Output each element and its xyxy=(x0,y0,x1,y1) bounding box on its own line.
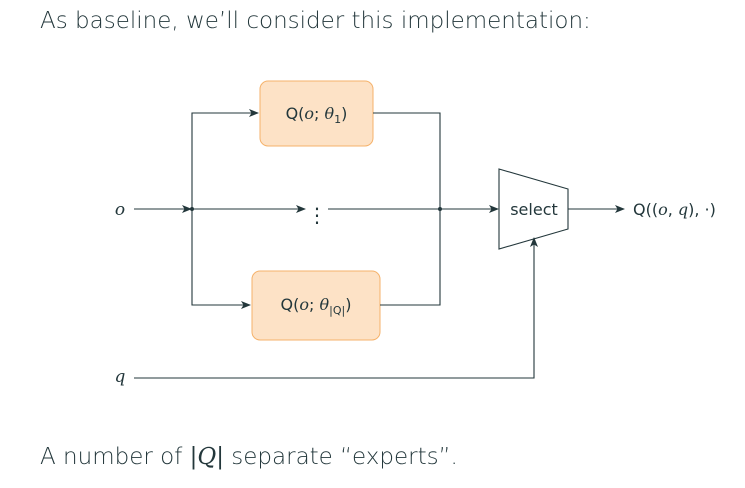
input-q-label: q xyxy=(115,367,126,387)
select-label: select xyxy=(510,200,558,219)
intro-text: As baseline, we’ll consider this impleme… xyxy=(40,8,591,34)
expert-ellipsis: ⋮ xyxy=(307,203,327,227)
expert-box-1-label: Q(o; θ1) xyxy=(286,104,348,126)
merge-from-bottom xyxy=(380,209,441,306)
route-to-top-expert xyxy=(191,109,259,209)
expert-box-q-label: Q(o; θ|Q|) xyxy=(281,295,352,317)
route-to-bottom-expert xyxy=(191,209,251,309)
merge-from-top xyxy=(373,112,441,209)
output-label: Q((o, q), ·) xyxy=(633,200,716,219)
outro-text-math: |Q| xyxy=(189,444,224,470)
input-o-label: o xyxy=(115,200,125,220)
query-to-select-arrow xyxy=(134,237,538,379)
outro-text-after: separate “experts”. xyxy=(223,444,458,470)
outro-text: A number of |Q| separate “experts”. xyxy=(40,444,458,470)
outro-text-before: A number of xyxy=(40,444,190,470)
select-mux xyxy=(498,168,569,250)
